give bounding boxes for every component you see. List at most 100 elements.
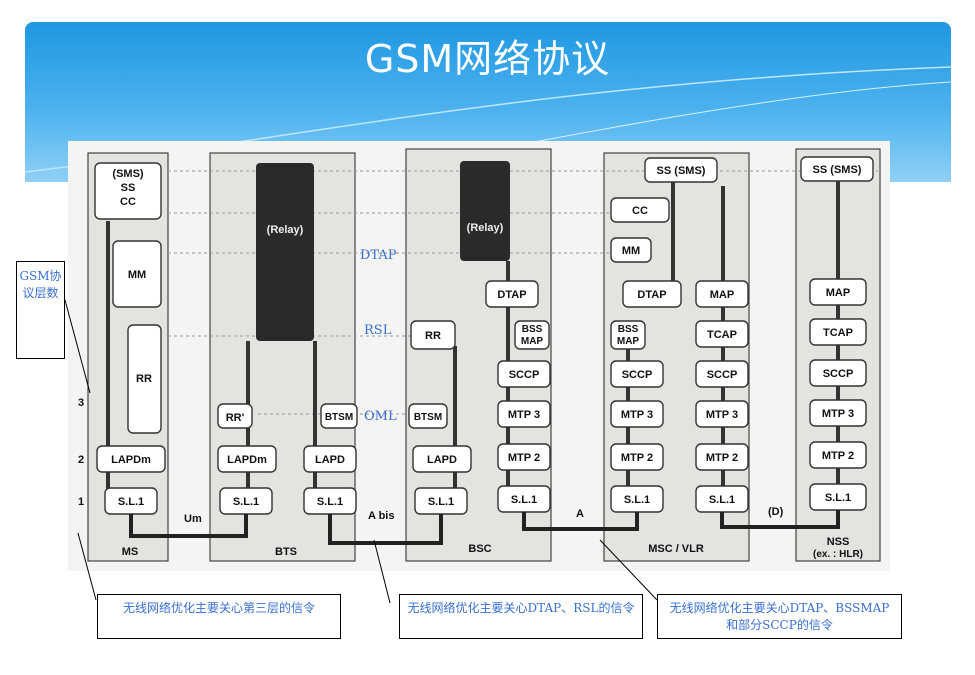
msc-sl1a-label: S.L.1: [624, 494, 650, 506]
msc-cc-label: CC: [632, 205, 648, 217]
msc-sccp2-label: SCCP: [707, 369, 738, 381]
msc-ss-box: [644, 157, 718, 183]
bsc-bssmap-label-1: BSS: [522, 324, 543, 335]
msc-mtp2b-label: MTP 2: [706, 452, 738, 464]
bts-column-name: BTS: [275, 546, 297, 558]
bts-rr-box: [217, 403, 253, 429]
note-dtap-rsl: 无线网络优化主要关心DTAP、RSL的信令: [399, 594, 643, 639]
rsl-blue-label: RSL: [364, 323, 392, 338]
nss-sccp-box: [809, 359, 867, 387]
msc-map-box: [695, 280, 749, 308]
bsc-btsm-box: [408, 403, 448, 429]
nss-column-subname: (ex. : HLR): [813, 549, 863, 560]
nss-mtp3-label: MTP 3: [822, 408, 854, 420]
note-dtap-bssmap: 无线网络优化主要关心DTAP、BSSMAP和部分SCCP的信令: [657, 594, 902, 639]
nss-sl1-label: S.L.1: [825, 492, 851, 504]
ms-mm-box: [112, 240, 162, 308]
msc-mtp2a-label: MTP 2: [621, 452, 653, 464]
layer-1-number: 1: [78, 496, 84, 508]
oml-blue-label: OML: [364, 409, 397, 424]
ms-cc-label: CC: [120, 196, 136, 208]
bsc-column-name: BSC: [468, 543, 491, 555]
bts-lapd-box: [303, 445, 357, 473]
msc-mm-label: MM: [622, 245, 640, 257]
bts-lapdm-box: [217, 445, 277, 473]
bsc-bssmap-box: [514, 320, 550, 350]
ms-mm-label: MM: [128, 269, 146, 281]
d-interface-link: [720, 510, 840, 529]
msc-tcap-label: TCAP: [707, 329, 737, 341]
ms-sl1-label: S.L.1: [118, 496, 144, 508]
bsc-rr-box: [410, 320, 456, 350]
msc-mm-box: [610, 237, 652, 263]
msc-ss-label: SS (SMS): [657, 165, 706, 177]
bts-lapdm-label: LAPDm: [227, 454, 267, 466]
ms-ss-label: SS: [121, 182, 136, 194]
a-interface-label: A: [576, 508, 584, 520]
bsc-sccp-box: [497, 360, 551, 388]
bts-sl1a-label: S.L.1: [233, 496, 259, 508]
protocol-stack-svg: (SMS) SS CC MM RR LAPDm S.L.1 (Relay) RR…: [78, 148, 881, 562]
bsc-mtp3-label: MTP 3: [508, 409, 540, 421]
legend-label: GSM协议层数: [19, 269, 62, 300]
page-title: GSM网络协议: [364, 37, 611, 81]
nss-tcap-label: TCAP: [823, 327, 853, 339]
note-layer3: 无线网络优化主要关心第三层的信令: [97, 594, 341, 639]
nss-mtp3-box: [809, 399, 867, 427]
ms-lapdm-box: [96, 445, 166, 473]
nss-tcap-box: [809, 318, 867, 346]
msc-sccp1-box: [610, 360, 664, 388]
msc-dtap-label: DTAP: [637, 289, 666, 301]
ms-column-name: MS: [122, 546, 139, 558]
nss-mtp2-label: MTP 2: [822, 450, 854, 462]
bsc-relay-block: [460, 161, 510, 261]
um-link: [129, 514, 248, 538]
msc-sl1b-label: S.L.1: [709, 494, 735, 506]
note-dtap-rsl-text: 无线网络优化主要关心DTAP、RSL的信令: [407, 601, 635, 615]
note-dtap-bssmap-text: 无线网络优化主要关心DTAP、BSSMAP和部分SCCP的信令: [669, 601, 890, 632]
bsc-mtp3-box: [497, 400, 551, 428]
bts-rr-label: RR': [226, 412, 245, 424]
bts-btsm-label: BTSM: [325, 412, 353, 423]
msc-sccp1-label: SCCP: [622, 369, 653, 381]
bts-lapd-label: LAPD: [315, 454, 345, 466]
legend-box: GSM协议层数: [16, 261, 65, 359]
msc-bssmap-box: [610, 320, 646, 350]
msc-bssmap-label-1: BSS: [618, 324, 639, 335]
msc-mtp2a-box: [610, 443, 664, 471]
ms-lapdm-label: LAPDm: [111, 454, 151, 466]
nss-ss-label: SS (SMS): [813, 164, 862, 176]
bsc-mtp2-box: [497, 443, 551, 471]
bsc-relay-label: (Relay): [467, 222, 504, 234]
bsc-sl1a-label: S.L.1: [428, 496, 454, 508]
ms-rr-label: RR: [136, 373, 152, 385]
msc-dtap-box: [622, 280, 682, 308]
msc-mtp3b-box: [695, 400, 749, 428]
layer-3-number: 3: [78, 397, 84, 409]
bsc-dtap-box: [485, 280, 539, 308]
nss-column-name: NSS: [827, 536, 850, 548]
nss-sccp-label: SCCP: [823, 368, 854, 380]
msc-mtp2b-box: [695, 443, 749, 471]
bts-btsm-box: [320, 403, 358, 429]
msc-mtp3b-label: MTP 3: [706, 409, 738, 421]
ms-sms-ss-cc-box: [94, 162, 162, 220]
bsc-lapd-box: [412, 445, 472, 473]
bsc-btsm-label: BTSM: [414, 412, 442, 423]
nss-map-label: MAP: [826, 287, 850, 299]
msc-mtp3a-box: [610, 400, 664, 428]
note-layer3-text: 无线网络优化主要关心第三层的信令: [122, 601, 315, 615]
bsc-lapd-label: LAPD: [427, 454, 457, 466]
d-interface-label: (D): [768, 506, 784, 518]
ms-rr-box: [127, 324, 162, 434]
bts-relay-block: [256, 163, 314, 341]
ms-sms-label: (SMS): [112, 168, 144, 180]
bsc-sl1b-label: S.L.1: [511, 494, 537, 506]
um-interface-label: Um: [184, 513, 202, 525]
layer-2-number: 2: [78, 454, 84, 466]
nss-ss-box: [800, 156, 874, 182]
bsc-rr-label: RR: [425, 330, 441, 342]
msc-bssmap-label-2: MAP: [617, 336, 640, 347]
bsc-mtp2-label: MTP 2: [508, 452, 540, 464]
